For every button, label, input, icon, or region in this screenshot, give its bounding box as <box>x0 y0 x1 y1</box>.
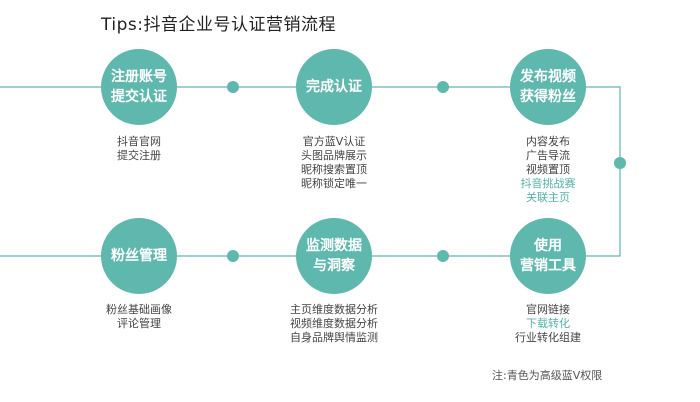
step-node-label: 监测数据 <box>306 238 362 254</box>
step-item: 昵称锁定唯一 <box>301 177 367 190</box>
step-item: 头图品牌展示 <box>301 149 367 162</box>
step-item: 视频维度数据分析 <box>290 317 378 330</box>
step-item: 官方蓝V认证 <box>302 135 366 148</box>
step-node-label: 粉丝管理 <box>111 248 167 264</box>
step-item: 昵称搜索置顶 <box>301 163 367 176</box>
step-node-fan-management: 粉丝管理 <box>101 218 177 294</box>
step-node-label: 提交认证 <box>111 89 167 105</box>
step-item-premium: 抖音挑战赛 <box>520 177 576 190</box>
step-node-marketing-tools: 使用 营销工具 <box>510 218 586 294</box>
step-node-label: 完成认证 <box>306 79 362 95</box>
step-node-publish: 发布视频 获得粉丝 <box>510 49 586 125</box>
step-description-marketing-tools: 官网链接 下载转化 行业转化组建 <box>478 303 618 345</box>
page-title: Tips:抖音企业号认证营销流程 <box>101 15 336 35</box>
step-node-label: 发布视频 <box>520 69 576 85</box>
step-item: 主页维度数据分析 <box>290 303 378 316</box>
step-item-premium: 关联主页 <box>526 191 570 204</box>
step-node-label: 营销工具 <box>520 258 576 274</box>
connector-dot <box>614 157 626 169</box>
connector-dot <box>227 81 239 93</box>
flow-line-bottom <box>0 163 621 257</box>
step-item: 评论管理 <box>117 317 161 330</box>
connector-dot <box>437 250 449 262</box>
step-item: 抖音官网 <box>117 135 161 148</box>
step-node-register: 注册账号 提交认证 <box>101 49 177 125</box>
step-item: 内容发布 <box>526 135 570 148</box>
connector-dot <box>437 81 449 93</box>
step-node-monitor-data: 监测数据 与洞察 <box>296 218 372 294</box>
flow-line-top <box>0 86 621 163</box>
step-item: 提交注册 <box>117 149 161 162</box>
step-description-register: 抖音官网 提交注册 <box>69 135 209 163</box>
step-item: 粉丝基础画像 <box>106 303 172 316</box>
step-item: 视频置顶 <box>526 163 570 176</box>
step-item: 广告导流 <box>526 149 570 162</box>
step-node-label: 注册账号 <box>111 69 167 85</box>
step-item: 自身品牌舆情监测 <box>290 331 378 344</box>
step-description-certified: 官方蓝V认证 头图品牌展示 昵称搜索置顶 昵称锁定唯一 <box>264 135 404 191</box>
step-node-label: 使用 <box>534 238 562 254</box>
step-description-monitor-data: 主页维度数据分析 视频维度数据分析 自身品牌舆情监测 <box>264 303 404 345</box>
step-item: 官网链接 <box>526 303 570 316</box>
legend-note: 注:青色为高级蓝V权限 <box>492 369 603 382</box>
step-description-fan-management: 粉丝基础画像 评论管理 <box>69 303 209 331</box>
step-description-publish: 内容发布 广告导流 视频置顶 抖音挑战赛 关联主页 <box>478 135 618 205</box>
step-node-label: 获得粉丝 <box>520 89 576 105</box>
step-node-label: 与洞察 <box>313 258 355 274</box>
step-item-premium: 下载转化 <box>526 317 570 330</box>
step-item: 行业转化组建 <box>515 331 581 344</box>
connector-dot <box>227 250 239 262</box>
step-node-certified: 完成认证 <box>296 49 372 125</box>
